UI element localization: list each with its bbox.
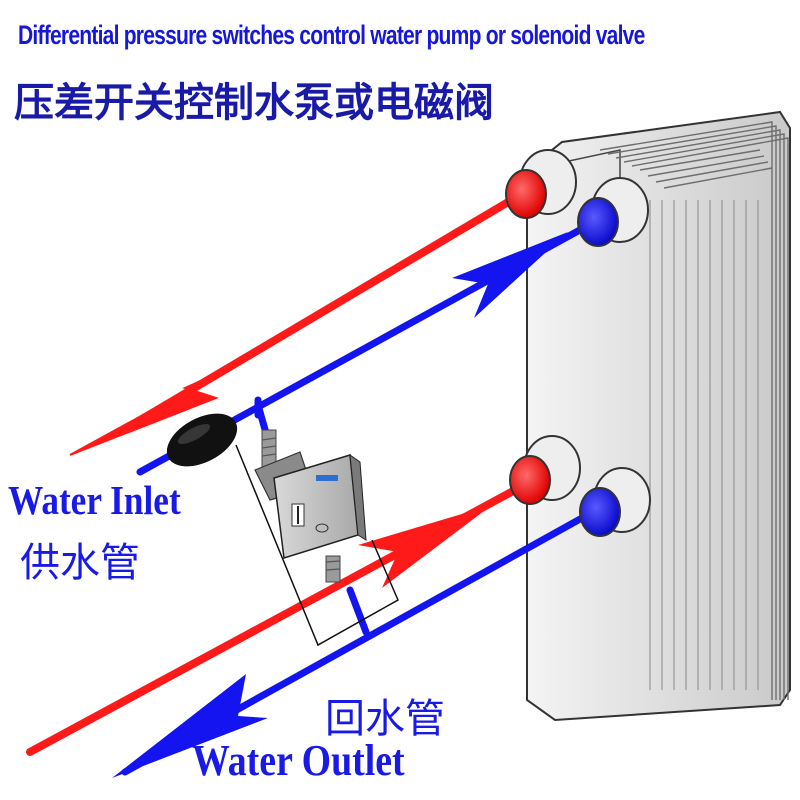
red-arrow-lower [358,505,492,588]
port-blue-top [577,177,649,247]
pressure-switch-icon [254,429,367,583]
blue-arrow-upper [452,232,568,318]
blue-arrow-lower [112,674,268,778]
title-english: Differential pressure switches control w… [18,20,645,50]
label-water-outlet-chinese: 回水管 [325,696,445,742]
label-water-inlet-chinese: 供水管 [20,540,140,586]
port-blue-bottom [579,467,651,537]
connection-frame [235,444,399,647]
title-chinese: 压差开关控制水泵或电磁阀 [14,80,494,126]
plate-heat-exchanger-icon [526,110,791,722]
red-arrow-upper [69,369,226,456]
port-red-bottom [509,435,581,505]
port-red-top [505,149,577,219]
label-water-outlet: Water Outlet [192,736,405,785]
filter-icon [166,413,238,467]
label-water-inlet: Water Inlet [8,477,181,523]
